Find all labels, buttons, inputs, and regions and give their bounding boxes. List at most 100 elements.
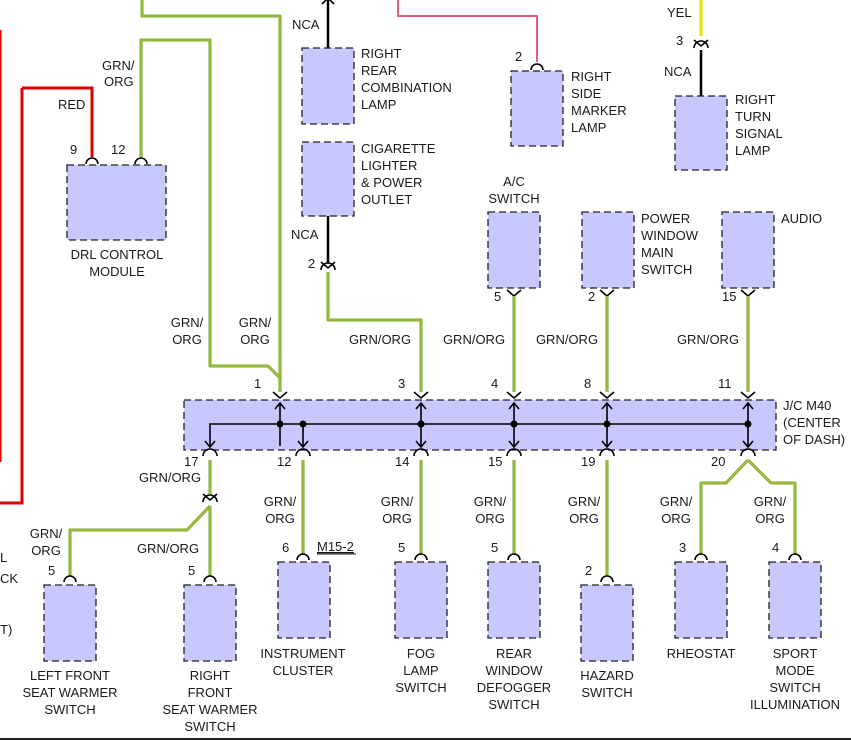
hazard-switch <box>580 584 634 662</box>
drl-red-wire <box>22 86 94 157</box>
wire-label-grn-2b: ORG <box>240 332 270 347</box>
drl-label-1: DRL CONTROL <box>71 247 164 262</box>
wire-label-grn-1b: ORG <box>172 332 202 347</box>
wire-label-left-seat-b: ORG <box>31 543 61 558</box>
wire-label-right-seat: GRN/ORG <box>137 541 199 556</box>
jc-label-2: (CENTER <box>783 415 841 430</box>
wire-label-rheostat-b: ORG <box>661 511 691 526</box>
wire-label-fog-b: ORG <box>382 511 412 526</box>
turn-yel: YEL <box>667 5 692 20</box>
ac-label-1: A/C <box>503 174 525 189</box>
cluster-ref: M15-2 <box>317 539 354 554</box>
right-seat-label-4: SWITCH <box>184 719 235 734</box>
rear-lamp-label-4: LAMP <box>361 97 396 112</box>
wire-label-left-seat-a: GRN/ <box>30 526 63 541</box>
wire-label-fog-a: GRN/ <box>381 494 414 509</box>
sport-label-4: ILLUMINATION <box>750 697 840 712</box>
edge-fragment-c: T) <box>0 622 12 637</box>
pw-label-4: SWITCH <box>641 262 692 277</box>
pw-label-3: MAIN <box>641 245 674 260</box>
left-seat-label-2: SEAT WARMER <box>22 685 117 700</box>
right-seat-pin: 5 <box>188 563 195 578</box>
rheostat <box>674 561 728 639</box>
jc-top-pin-8: 8 <box>584 376 591 391</box>
ac-pin: 5 <box>494 289 501 304</box>
wire-label-cluster-a: GRN/ <box>264 494 297 509</box>
sport-pin: 4 <box>772 540 779 555</box>
side-marker-pink-wire <box>397 0 538 62</box>
defog-label-2: WINDOW <box>485 663 543 678</box>
right-front-seat-warmer-switch <box>183 584 237 662</box>
cluster-label-2: CLUSTER <box>273 663 334 678</box>
wire-label-defog-a: GRN/ <box>474 494 507 509</box>
right-rear-combination-lamp <box>301 47 355 125</box>
instrument-cluster <box>277 561 331 639</box>
drl-control-module <box>66 164 167 241</box>
drl-pin9-connector <box>85 157 99 165</box>
hazard-label-2: SWITCH <box>581 685 632 700</box>
rheostat-label: RHEOSTAT <box>667 646 736 661</box>
right-seat-label-2: FRONT <box>188 685 233 700</box>
audio-pin: 15 <box>722 289 736 304</box>
cig-nca: NCA <box>291 227 319 242</box>
jc-top-pin-4: 4 <box>491 376 498 391</box>
fog-label-3: SWITCH <box>395 680 446 695</box>
rear-lamp-nca: NCA <box>292 17 320 32</box>
hazard-label-1: HAZARD <box>580 668 633 683</box>
wire-label-pin17: GRN/ORG <box>139 470 201 485</box>
cig-label-2: LIGHTER <box>361 158 417 173</box>
wire-label-sport-a: GRN/ <box>754 494 787 509</box>
right-side-marker-lamp <box>510 70 564 147</box>
audio-unit <box>721 211 775 289</box>
side-marker-pin: 2 <box>515 49 522 64</box>
wire-label-grn-2a: GRN/ <box>239 315 272 330</box>
ac-label-2: SWITCH <box>488 191 539 206</box>
edge-fragment-b: CK <box>0 571 18 586</box>
cig-pin: 2 <box>308 256 315 271</box>
side-marker-label-1: RIGHT <box>571 69 612 84</box>
pw-pin: 2 <box>588 289 595 304</box>
left-seat-pin: 5 <box>48 563 55 578</box>
right-seat-label-3: SEAT WARMER <box>162 702 257 717</box>
wire-label-hazard-a: GRN/ <box>568 494 601 509</box>
turn-label-4: LAMP <box>735 143 770 158</box>
drl-label-2: MODULE <box>89 264 145 279</box>
rear-lamp-label-3: COMBINATION <box>361 80 452 95</box>
drl-red-label: RED <box>58 97 85 112</box>
wire-label-pin4: GRN/ORG <box>443 332 505 347</box>
turn-pin: 3 <box>676 33 683 48</box>
jc-top-connectors <box>272 391 756 400</box>
ac-switch <box>487 211 541 289</box>
wire-label-grn-1a: GRN/ <box>171 315 204 330</box>
fog-pin: 5 <box>398 540 405 555</box>
jc-bottom-pin-12: 12 <box>277 454 291 469</box>
sport-mode-switch-illumination <box>768 561 822 639</box>
defog-pin: 5 <box>491 540 498 555</box>
jc-bottom-pin-20: 20 <box>711 454 725 469</box>
left-seat-label-3: SWITCH <box>44 702 95 717</box>
drl-pin9: 9 <box>70 142 77 157</box>
defog-label-3: DEFOGGER <box>477 680 551 695</box>
jc-bottom-pin-15: 15 <box>488 454 502 469</box>
hazard-pin: 2 <box>585 563 592 578</box>
wire-label-sport-b: ORG <box>755 511 785 526</box>
jc-bottom-connectors <box>202 448 756 457</box>
turn-label-2: TURN <box>735 109 771 124</box>
turn-label-3: SIGNAL <box>735 126 783 141</box>
defog-label-1: REAR <box>496 646 532 661</box>
drl-wire-label-1: GRN/ <box>102 58 135 73</box>
wire-label-pin3: GRN/ORG <box>349 332 411 347</box>
jc-m40-junction-connector <box>183 399 777 451</box>
left-seat-label-1: LEFT FRONT <box>30 668 110 683</box>
wire-label-rheostat-a: GRN/ <box>660 494 693 509</box>
drl-pin12-connector <box>134 157 148 165</box>
cluster-pin: 6 <box>282 540 289 555</box>
turn-label-1: RIGHT <box>735 92 776 107</box>
pw-label-2: WINDOW <box>641 228 699 243</box>
cluster-label-1: INSTRUMENT <box>260 646 345 661</box>
wire-label-defog-b: ORG <box>475 511 505 526</box>
turn-nca: NCA <box>664 64 692 79</box>
jc-bottom-pin-19: 19 <box>581 454 595 469</box>
defog-label-4: SWITCH <box>488 697 539 712</box>
